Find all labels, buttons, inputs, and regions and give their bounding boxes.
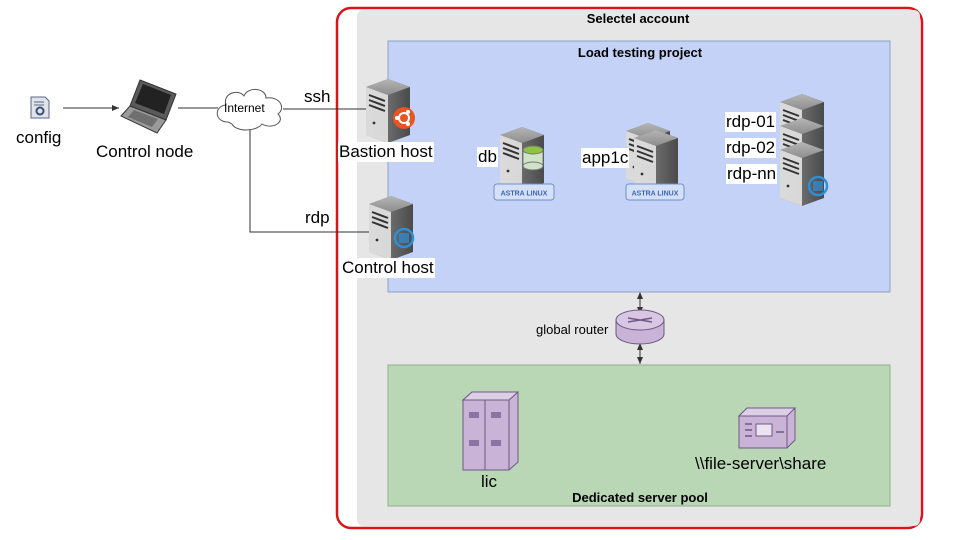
server-tower-icon (368, 195, 414, 261)
file-server-icon (737, 407, 797, 449)
file-share-label: \\file-server\share (695, 454, 827, 473)
project-title: Load testing project (577, 45, 703, 60)
ssh-label: ssh (304, 87, 331, 106)
rdp-nn-label: rdp-nn (726, 164, 778, 184)
router-icon (615, 309, 665, 345)
edge-rdp (249, 130, 372, 233)
windows-badge-icon (807, 175, 829, 197)
rack-server-icon (461, 391, 520, 471)
lic-label: lic (481, 472, 498, 491)
database-icon (522, 145, 544, 171)
db-label: db (477, 147, 498, 167)
config-file-icon (30, 96, 50, 119)
account-title: Selectel account (586, 11, 690, 26)
astra-linux-badge-db: ASTRA LINUX (493, 183, 555, 201)
internet-label: Internet (224, 101, 265, 115)
rdp-01-label: rdp-01 (725, 112, 777, 132)
astra-linux-badge-app: ASTRA LINUX (625, 183, 685, 201)
rdp-label: rdp (305, 208, 330, 227)
astra-linux-label: ASTRA LINUX (632, 191, 679, 198)
pool-title: Dedicated server pool (572, 490, 708, 505)
app1c-label: app1c (581, 148, 630, 168)
windows-badge-icon (393, 227, 415, 249)
config-label: config (16, 128, 62, 147)
bastion-host-label: Bastion host (338, 142, 434, 162)
server-tower-icon (779, 141, 825, 207)
laptop-icon (120, 79, 177, 134)
rdp-02-label: rdp-02 (725, 138, 777, 158)
astra-linux-label: ASTRA LINUX (501, 191, 548, 198)
control-node-label: Control node (96, 142, 194, 161)
cloud-icon (216, 89, 282, 131)
global-router-label: global router (536, 322, 609, 337)
control-host-label: Control host (341, 258, 435, 278)
ubuntu-icon (393, 107, 415, 129)
